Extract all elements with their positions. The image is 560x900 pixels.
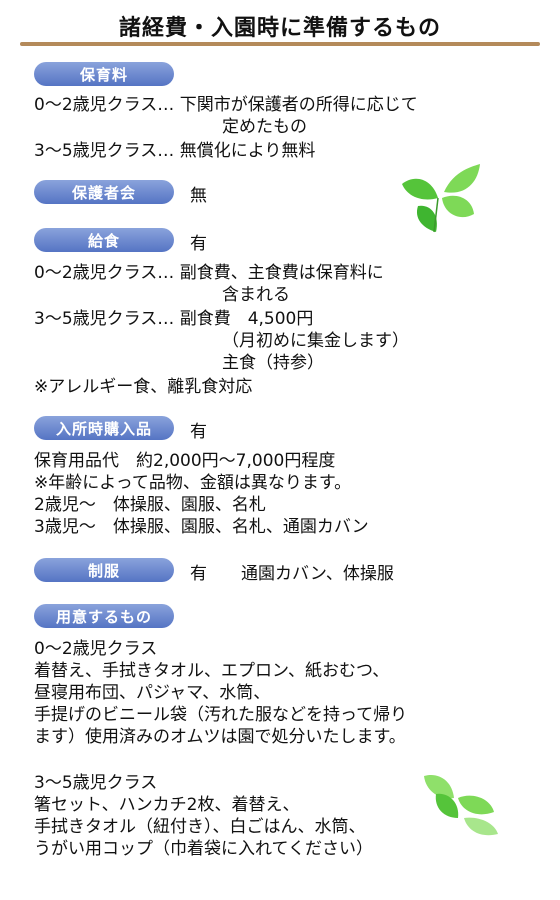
hogosha-value: 無: [190, 186, 207, 206]
yoi-line-8: 手拭きタオル（紐付き）、白ごはん、水筒、: [34, 817, 366, 837]
leaf-icon: [402, 164, 480, 233]
hoiku-line-2: 定めたもの: [222, 117, 307, 137]
nyusho-line-4: 3歳児～ 体操服、園服、名札、通園カバン: [34, 517, 369, 537]
kyushoku-line-3: 3～5歳児クラス… 副食費 4,500円: [34, 309, 314, 329]
nyusho-line-2: ※年齢によって品物、金額は異なります。: [34, 473, 352, 493]
yoi-line-5: ます）使用済みのオムツは園で処分いたします。: [34, 727, 406, 747]
label-seifuku: 制服: [34, 558, 174, 582]
yoi-line-3: 昼寝用布団、パジャマ、水筒、: [34, 683, 271, 703]
kyushoku-line-4: （月初めに集金します）: [222, 331, 409, 351]
hoiku-line-3: 3～5歳児クラス… 無償化により無料: [34, 141, 316, 161]
page-title: 諸経費・入園時に準備するもの: [118, 16, 441, 41]
nyusho-line-1: 保育用品代 約2,000円～7,000円程度: [34, 451, 336, 471]
label-hoiku: 保育料: [34, 62, 174, 86]
kyushoku-line-2: 含まれる: [222, 285, 290, 305]
hoiku-line-1: 0～2歳児クラス… 下関市が保護者の所得に応じて: [34, 95, 418, 115]
yoi-line-6: 3～5歳児クラス: [34, 773, 158, 793]
label-yoi: 用意するもの: [34, 604, 174, 628]
nyusho-value: 有: [190, 422, 207, 442]
yoi-line-1: 0～2歳児クラス: [34, 639, 158, 659]
yoi-line-7: 箸セット、ハンカチ2枚、着替え、: [34, 795, 300, 815]
kyushoku-line-1: 0～2歳児クラス… 副食費、主食費は保育料に: [34, 263, 384, 283]
kyushoku-line-5: 主食（持参）: [222, 353, 324, 373]
label-hogosha: 保護者会: [34, 180, 174, 204]
label-kyushoku: 給食: [34, 228, 174, 252]
label-nyusho: 入所時購入品: [34, 416, 174, 440]
leaf-icon: [424, 774, 498, 836]
yoi-line-9: うがい用コップ（巾着袋に入れてください）: [34, 839, 373, 859]
seifuku-value: 有 通園カバン、体操服: [190, 564, 394, 584]
yoi-line-4: 手提げのビニール袋（汚れた服などを持って帰り: [34, 705, 408, 725]
kyushoku-value: 有: [190, 234, 207, 254]
kyushoku-line-6: ※アレルギー食、離乳食対応: [34, 377, 253, 397]
yoi-line-2: 着替え、手拭きタオル、エプロン、紙おむつ、: [34, 661, 390, 681]
title-divider: [20, 42, 540, 46]
nyusho-line-3: 2歳児～ 体操服、園服、名札: [34, 495, 266, 515]
